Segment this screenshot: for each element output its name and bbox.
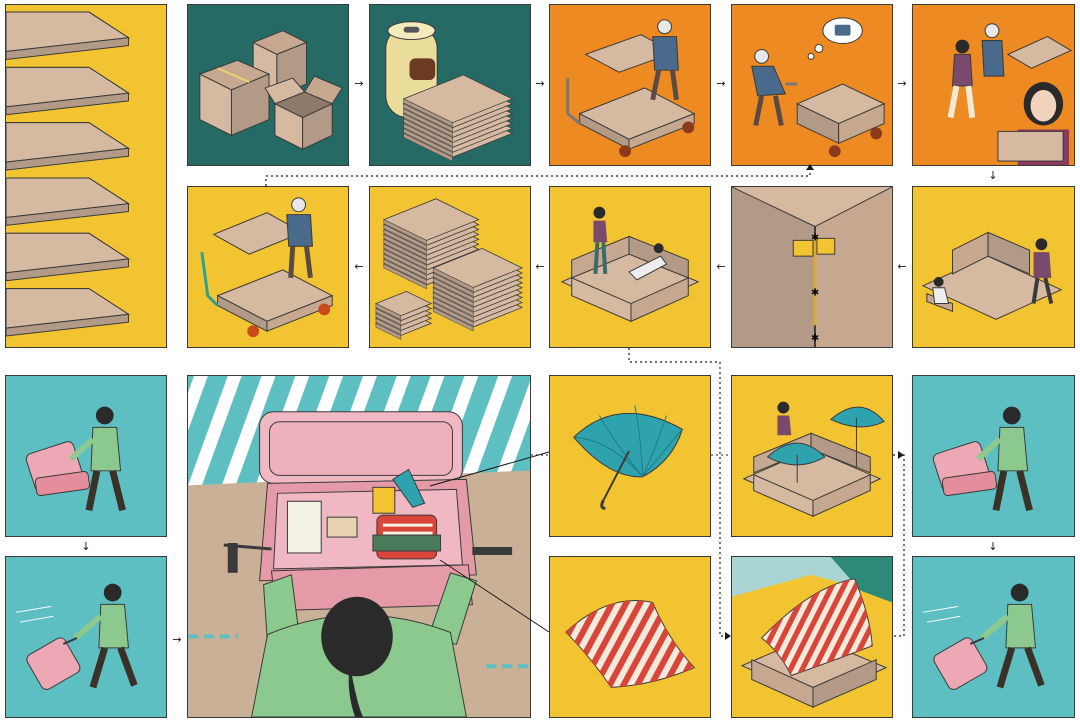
panel-depart-suitcase (912, 556, 1075, 718)
umbrella-illustration (573, 405, 683, 510)
panel-load-cart (549, 4, 711, 166)
collector-with-cart-illustration (200, 197, 334, 338)
woman-with-suitcase-illustration (25, 406, 126, 512)
enclosure-with-canopy-illustration (732, 557, 892, 708)
arrow-right-4: → (897, 77, 907, 90)
svg-text:✱: ✱ (811, 333, 819, 344)
svg-text:✱: ✱ (811, 288, 819, 299)
panel-pack-suitcase (5, 375, 167, 537)
arrow-down-2: ↓ (81, 540, 91, 553)
panel-leave-suitcase (5, 556, 167, 718)
cardboard-boxes-illustration (198, 30, 343, 150)
panel-collect-boxes (187, 4, 349, 166)
panel-shelter-canopy (731, 556, 893, 718)
panel-handover (912, 4, 1075, 166)
striped-blanket-illustration (565, 599, 696, 688)
connector-reuse-loop (265, 168, 811, 186)
arrow-down-3: ↓ (988, 540, 998, 553)
stacked-cardboard-illustration (374, 198, 524, 340)
woman-receiving-board-illustration (947, 23, 1073, 165)
enclosure-with-umbrellas-illustration (742, 401, 885, 518)
panel-shelter-umbrellas (731, 375, 893, 537)
corrugated-sheets-illustration (6, 11, 131, 337)
arrow-left-1: ← (897, 260, 907, 273)
panel-suitcase-contents (187, 375, 531, 718)
trash-can-and-stack-illustration (385, 21, 514, 162)
arrow-right-3: → (716, 77, 726, 90)
assembled-enclosure-illustration (560, 206, 700, 323)
panel-corrugated-sheets (5, 4, 167, 348)
collector-pushing-cart-illustration (751, 17, 886, 158)
svg-text:✱: ✱ (811, 232, 819, 243)
collector-loading-cart-illustration (566, 19, 696, 158)
connector-to-arrival (893, 454, 905, 637)
arrow-left-4: ← (354, 260, 364, 273)
panel-striped-blanket (549, 556, 711, 718)
assembling-walls-illustration (921, 231, 1063, 320)
panel-push-cart (731, 4, 893, 166)
panel-flatten-stack (369, 4, 531, 166)
panel-arrive-suitcase (912, 375, 1075, 537)
panel-umbrella (549, 375, 711, 537)
panel-assemble-walls (912, 186, 1075, 348)
arrow-right-2: → (535, 77, 545, 90)
panel-return-cart (187, 186, 349, 348)
arrow-left-2: ← (716, 260, 726, 273)
woman-rolling-suitcase-illustration (922, 583, 1045, 690)
woman-rolling-suitcase-illustration (15, 583, 138, 690)
arrow-right-1: → (354, 77, 364, 90)
panel-joint-closeup-illustration: ✱ ✱ ✱ (732, 187, 892, 347)
panel-assembled-shelter (549, 186, 711, 348)
woman-with-suitcase-illustration (932, 406, 1033, 512)
panel-board-stack (369, 186, 531, 348)
arrow-down-1: ↓ (988, 169, 998, 182)
open-suitcase-illustration (188, 376, 530, 717)
arrow-right-5: → (172, 633, 182, 646)
arrow-left-3: ← (535, 260, 545, 273)
panel-clip-joint: ✱ ✱ ✱ (731, 186, 893, 348)
connector-arrowhead (898, 451, 904, 459)
